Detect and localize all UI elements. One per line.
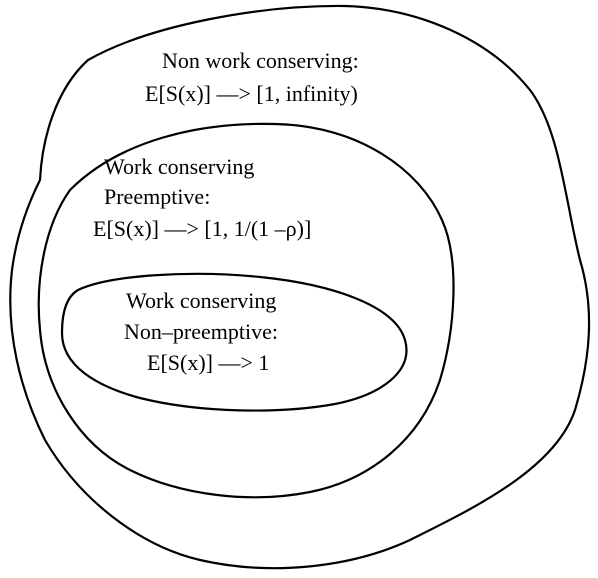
middle-region-title-line1: Work conserving xyxy=(104,154,255,179)
inner-region-title-line2: Non–preemptive: xyxy=(124,319,278,344)
outer-region-boundary xyxy=(9,4,591,570)
outer-region-formula: E[S(x)] ––> [1, infinity) xyxy=(145,81,358,106)
middle-region-boundary xyxy=(37,122,455,499)
inner-region-title-line1: Work conserving xyxy=(126,288,277,313)
inner-region-boundary xyxy=(60,272,408,412)
inner-region-formula: E[S(x)] ––> 1 xyxy=(147,350,270,375)
middle-region-title-line2: Preemptive: xyxy=(104,184,211,209)
outer-region-title: Non work conserving: xyxy=(162,48,359,73)
middle-region-formula: E[S(x)] ––> [1, 1/(1 –ρ)] xyxy=(93,216,312,241)
